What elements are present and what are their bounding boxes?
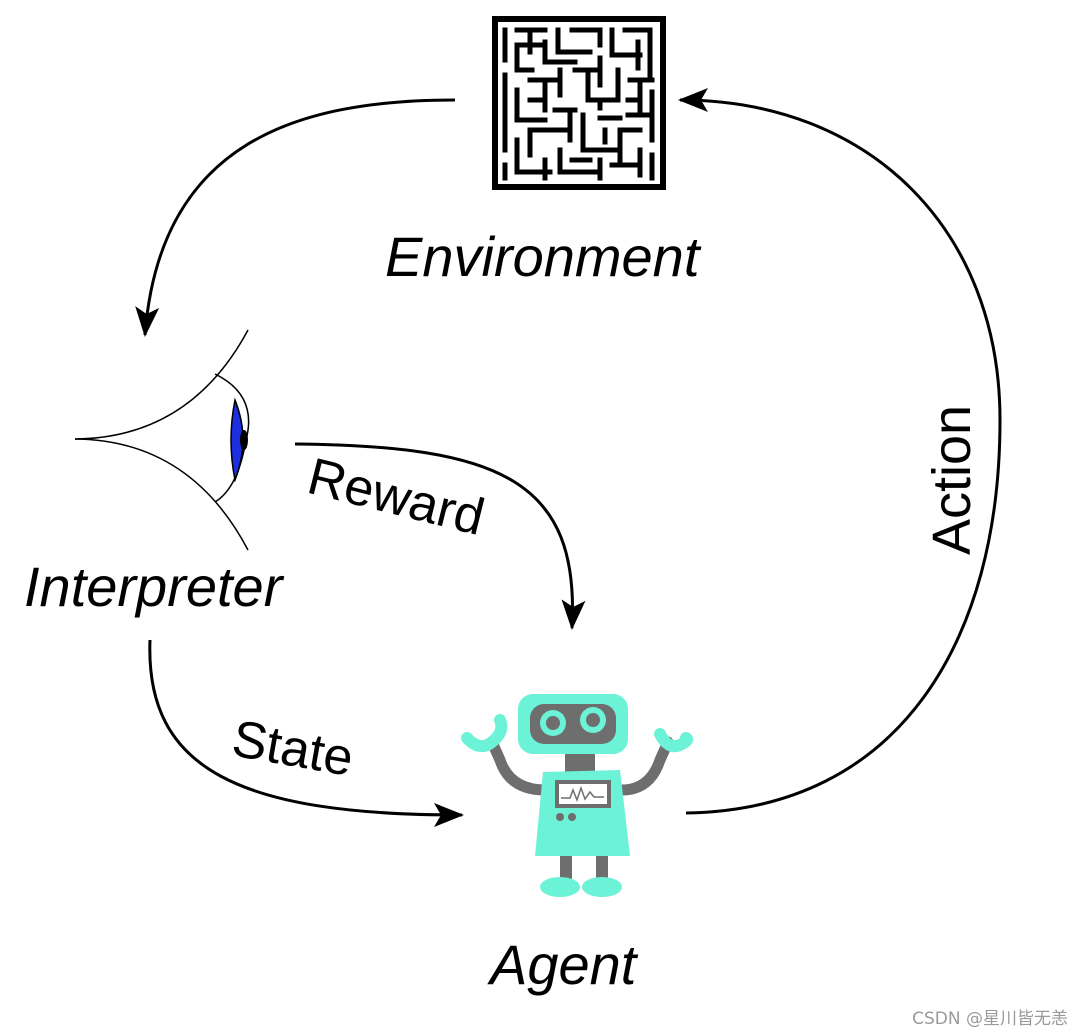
watermark-text: CSDN @星川皆无恙 — [912, 1009, 1068, 1029]
interpreter-label: Interpreter — [24, 555, 285, 618]
arrow-environment-to-interpreter — [135, 98, 456, 337]
arrow-state — [148, 639, 464, 827]
environment-label: Environment — [385, 225, 702, 288]
reward-label: Reward — [302, 447, 490, 547]
action-label: Action — [922, 405, 982, 555]
robot-icon — [461, 694, 694, 897]
state-label: State — [228, 710, 358, 788]
maze-icon — [492, 16, 666, 190]
agent-label: Agent — [487, 933, 639, 996]
arrow-action — [678, 88, 1002, 815]
eye-icon — [74, 329, 250, 551]
arrow-reward — [294, 442, 586, 630]
